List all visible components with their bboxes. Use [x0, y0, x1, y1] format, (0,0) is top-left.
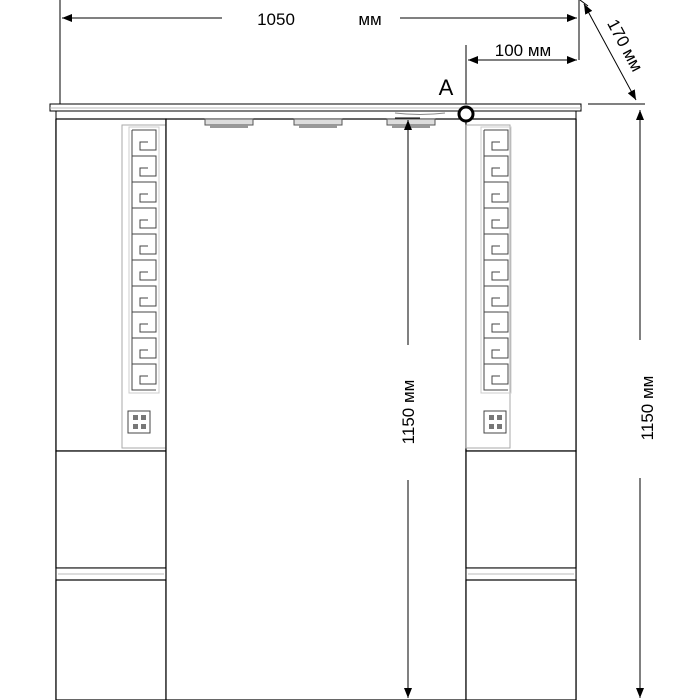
left-middle-drawer	[55, 450, 167, 569]
right-height-label: 1150 мм	[638, 376, 657, 441]
offset-label: 100 мм	[495, 41, 551, 60]
lamp-3	[386, 118, 436, 128]
right-upper-door	[465, 118, 577, 452]
right-middle-drawer	[465, 450, 577, 569]
right-greek-key-ornament	[480, 126, 512, 394]
center-height-label: 1150 мм	[399, 380, 418, 445]
left-lower-drawer	[55, 579, 167, 700]
lamp-2	[293, 118, 343, 128]
right-socket-icon	[483, 410, 507, 434]
offset-dimension: 100 мм	[465, 41, 577, 110]
right-height-dimension: 1150 мм	[636, 110, 657, 698]
width-value: 1050	[257, 10, 295, 29]
center-mirror	[165, 118, 467, 700]
point-a-label: A	[439, 75, 454, 100]
left-socket-icon	[127, 410, 151, 434]
lamp-1	[204, 118, 254, 128]
point-a-circle	[457, 105, 475, 123]
width-unit: мм	[358, 10, 381, 29]
left-upper-door	[55, 118, 167, 452]
cornice	[49, 103, 582, 120]
right-lower-drawer	[465, 579, 577, 700]
center-height-dimension: 1150 мм	[395, 117, 420, 698]
width-dimension: 1050 мм	[59, 0, 580, 105]
right-column	[465, 118, 577, 700]
left-column	[55, 118, 167, 700]
left-greek-key-ornament	[128, 126, 160, 394]
depth-dimension: 170 мм	[579, 0, 646, 105]
point-a-marker: A	[439, 75, 475, 123]
depth-label: 170 мм	[603, 16, 646, 75]
